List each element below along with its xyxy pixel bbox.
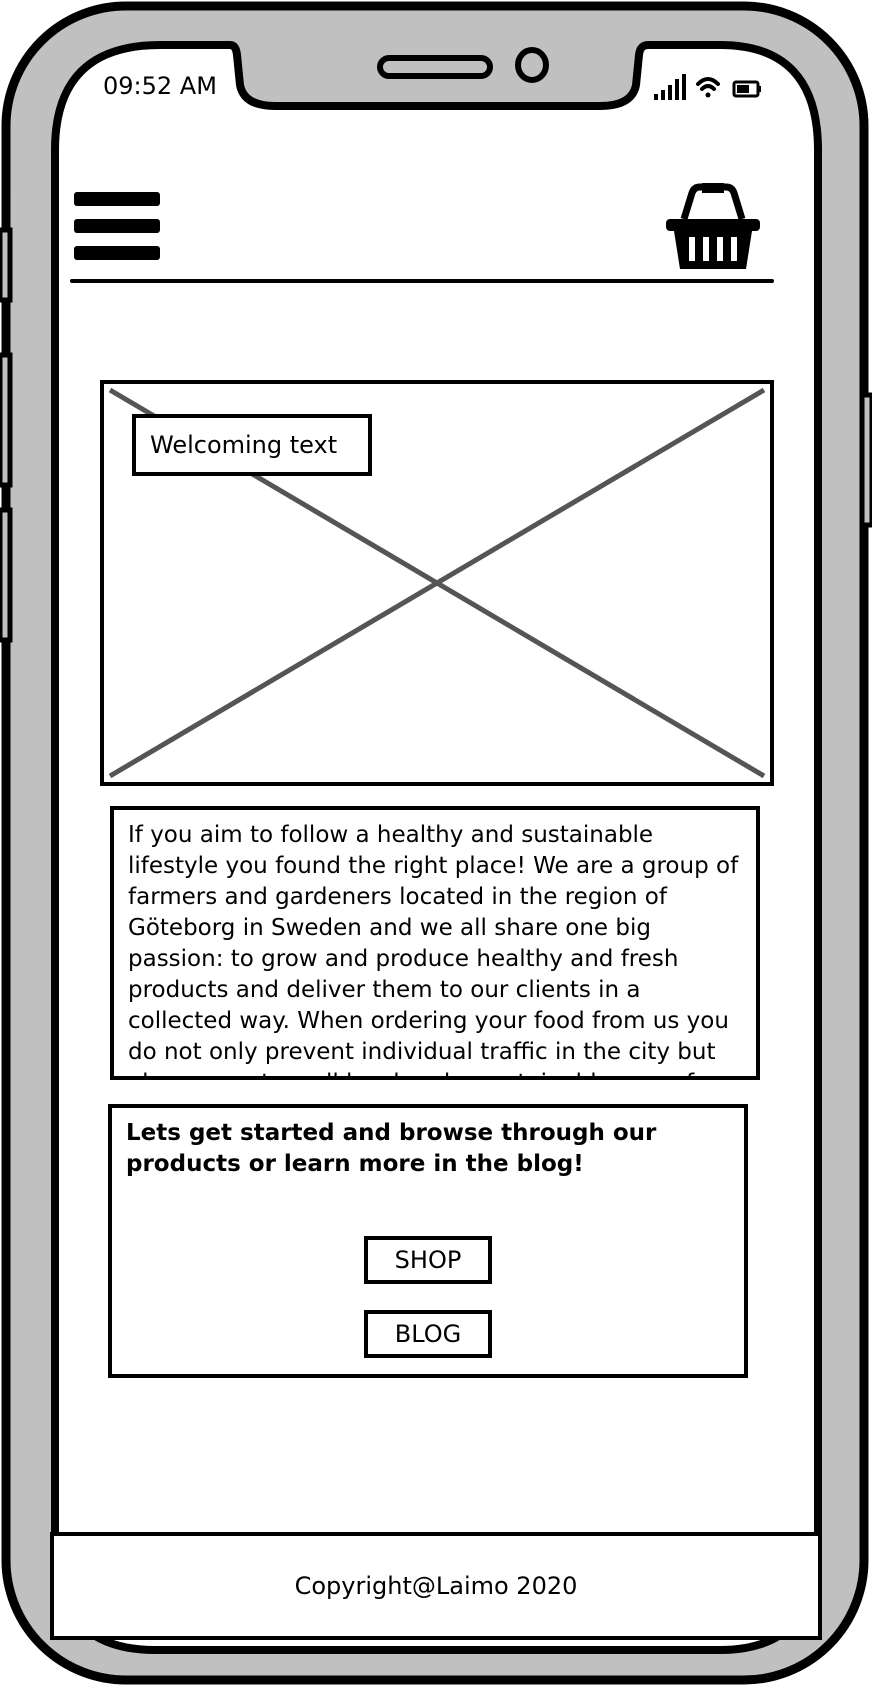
footer-copyright: Copyright@Laimo 2020	[50, 1532, 822, 1640]
signal-icon	[654, 74, 686, 100]
status-icons	[654, 74, 761, 100]
shopping-basket-icon[interactable]	[662, 183, 764, 273]
blog-button[interactable]: BLOG	[364, 1310, 492, 1358]
intro-text: If you aim to follow a healthy and susta…	[128, 822, 739, 1076]
hamburger-menu-icon[interactable]	[74, 190, 160, 262]
header-divider	[70, 279, 774, 283]
intro-text-box: If you aim to follow a healthy and susta…	[110, 806, 760, 1080]
battery-icon	[732, 80, 761, 98]
cta-text: Lets get started and browse through our …	[126, 1120, 657, 1177]
wifi-icon	[696, 77, 720, 98]
welcome-text-label: Welcoming text	[132, 414, 372, 476]
shop-button[interactable]: SHOP	[364, 1236, 492, 1284]
cta-box: Lets get started and browse through our …	[108, 1104, 748, 1378]
status-time: 09:52 AM	[103, 72, 217, 100]
